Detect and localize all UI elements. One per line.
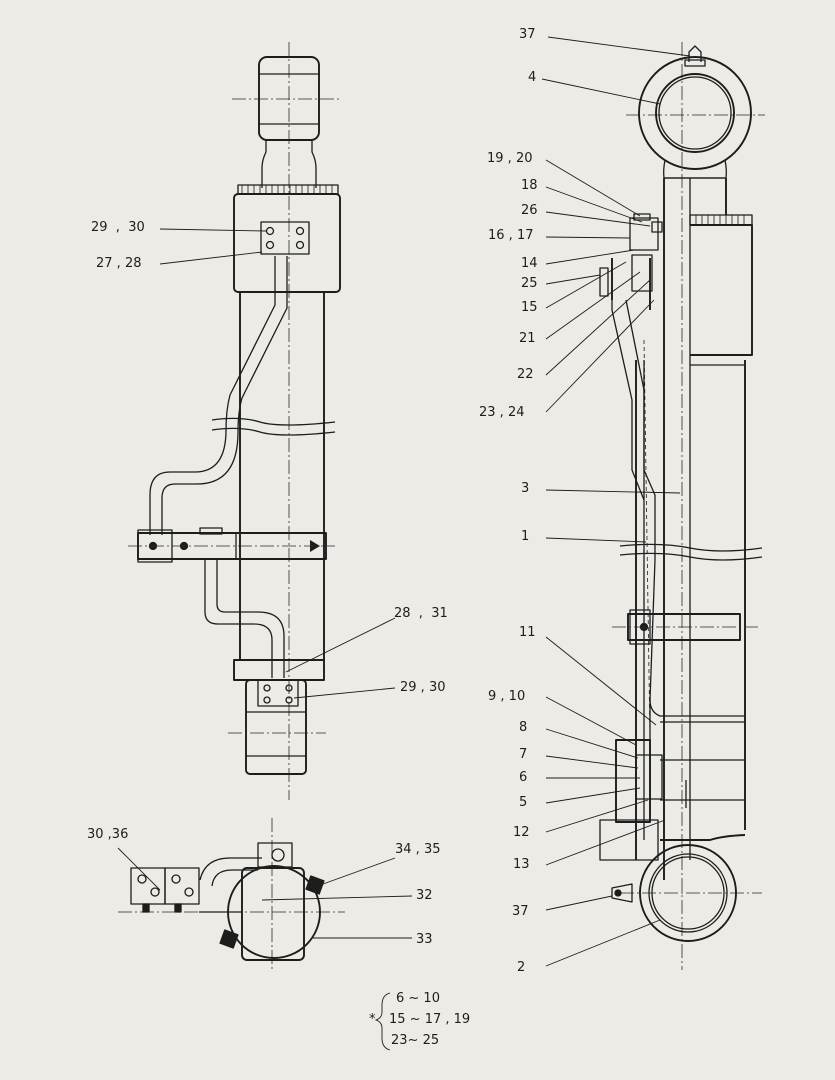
note-line-3: 23~ 25 bbox=[391, 1033, 440, 1048]
callout-8: 8 bbox=[519, 720, 528, 735]
callout-32: 32 bbox=[416, 888, 433, 903]
callout-26: 26 bbox=[521, 203, 538, 218]
right-view-cylinder bbox=[599, 42, 765, 970]
callout-34-35: 34 , 35 bbox=[395, 842, 441, 857]
callout-14: 14 bbox=[521, 256, 538, 271]
note-line-1: 6 ~ 10 bbox=[396, 991, 440, 1006]
callout-29-30-top: 29 , 30 bbox=[91, 220, 145, 235]
callout-33: 33 bbox=[416, 932, 433, 947]
callout-22: 22 bbox=[517, 367, 534, 382]
callout-28-31: 28 , 31 bbox=[394, 606, 448, 621]
callout-16-17: 16 , 17 bbox=[488, 228, 534, 243]
callout-11: 11 bbox=[519, 625, 536, 640]
leader-lines bbox=[117, 36, 691, 967]
callout-9-10: 9 , 10 bbox=[488, 689, 526, 704]
section-view bbox=[118, 818, 345, 972]
callout-7: 7 bbox=[519, 747, 528, 762]
note-asterisk: * bbox=[369, 1012, 376, 1027]
note-line-2: 15 ~ 17 , 19 bbox=[389, 1012, 471, 1027]
callout-3: 3 bbox=[521, 481, 530, 496]
callout-27-28: 27 , 28 bbox=[96, 256, 142, 271]
callout-29-30-bottom: 29 , 30 bbox=[400, 680, 446, 695]
callout-30-36: 30 ,36 bbox=[87, 827, 129, 842]
callout-15: 15 bbox=[521, 300, 538, 315]
callout-6: 6 bbox=[519, 770, 528, 785]
callout-21: 21 bbox=[519, 331, 536, 346]
left-view-cylinder bbox=[128, 42, 341, 800]
callout-25: 25 bbox=[521, 276, 538, 291]
callout-2: 2 bbox=[517, 960, 526, 975]
callout-37-top: 37 bbox=[519, 27, 536, 42]
callout-4: 4 bbox=[528, 70, 537, 85]
callout-18: 18 bbox=[521, 178, 538, 193]
callout-23-24: 23 , 24 bbox=[479, 405, 525, 420]
callout-19-20: 19 , 20 bbox=[487, 151, 533, 166]
callout-12: 12 bbox=[513, 825, 530, 840]
callout-37-bottom: 37 bbox=[512, 904, 529, 919]
callout-1: 1 bbox=[521, 529, 530, 544]
callout-13: 13 bbox=[513, 857, 530, 872]
callout-5: 5 bbox=[519, 795, 528, 810]
